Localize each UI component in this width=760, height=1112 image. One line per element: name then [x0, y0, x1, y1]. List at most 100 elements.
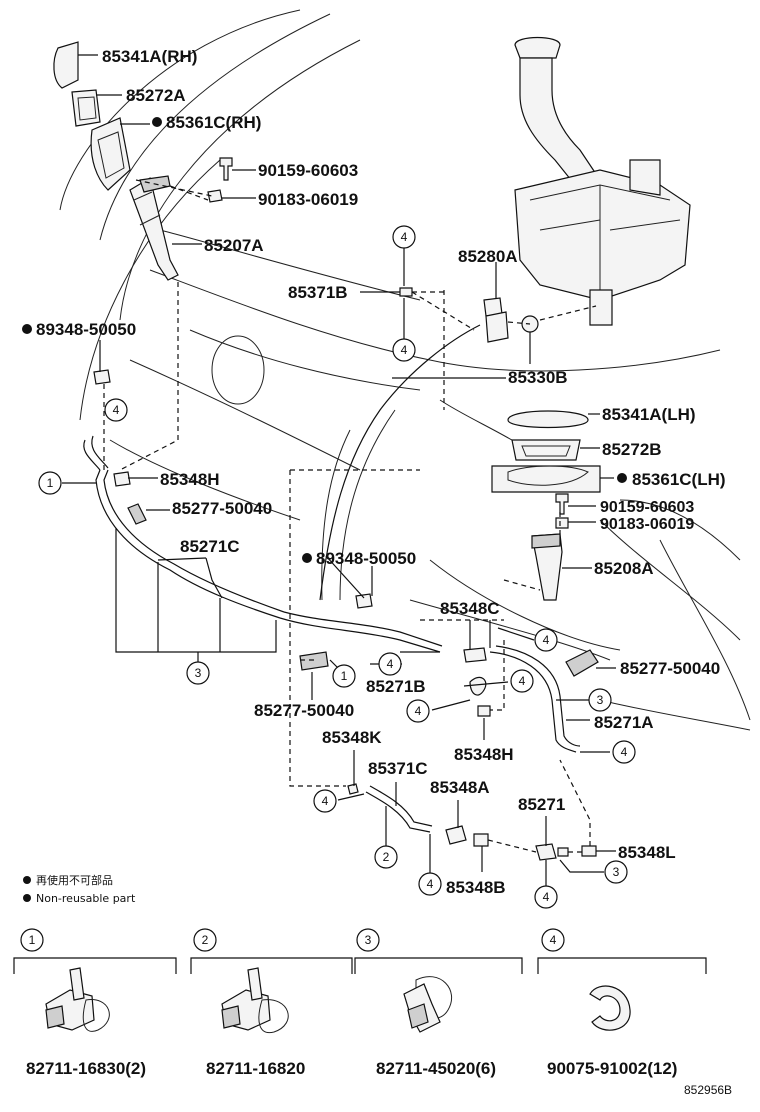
callout-4: 4 — [378, 652, 402, 676]
vehicle-body-outline — [59, 9, 751, 731]
clip-panel-2: 2 82711-16820 — [190, 928, 353, 1078]
svg-text:4: 4 — [401, 343, 408, 357]
clip-panel-3: 3 82711-45020(6) — [354, 928, 523, 1078]
legend: 再使用不可部品 Non-reusable part — [23, 873, 136, 905]
label-85371b: 85371B — [288, 283, 348, 302]
non-reusable-mark — [617, 473, 627, 483]
callout-4: 4 — [612, 740, 636, 764]
label-85348a: 85348A — [430, 778, 490, 797]
legend-jp: 再使用不可部品 — [36, 873, 113, 887]
rh-headlamp-cleaner-parts — [53, 41, 233, 281]
callout-4: 4 — [406, 699, 430, 723]
label-85348b: 85348B — [446, 878, 506, 897]
clip-panel-4: 4 90075-91002(12) — [537, 928, 707, 1078]
assembly-dash-lines — [103, 179, 597, 853]
diagram-ref-code: 852956B — [684, 1083, 732, 1097]
clip-2-part-number: 82711-16820 — [206, 1059, 305, 1078]
screw-bottom — [555, 493, 569, 515]
label-85271a: 85271A — [594, 713, 654, 732]
svg-text:4: 4 — [415, 704, 422, 718]
label-85280a: 85280A — [458, 247, 518, 266]
label-85271c: 85271C — [180, 537, 240, 556]
label-85348l: 85348L — [618, 843, 676, 862]
label-85348h-bot: 85348H — [454, 745, 514, 764]
callout-3: 3 — [186, 661, 210, 685]
label-89348-top: 89348-50050 — [36, 320, 136, 339]
clip-4-part-number: 90075-91002(12) — [547, 1059, 677, 1078]
non-reusable-mark — [22, 324, 32, 334]
svg-text:2: 2 — [202, 933, 209, 947]
label-85277-right: 85277-50040 — [620, 659, 720, 678]
callout-4: 4 — [392, 225, 416, 249]
label-85271: 85271 — [518, 795, 565, 814]
label-85207a: 85207A — [204, 236, 264, 255]
label-90183-top: 90183-06019 — [258, 190, 358, 209]
callout-2: 2 — [374, 845, 398, 869]
clip-1-part-number: 82711-16830(2) — [26, 1059, 146, 1078]
svg-text:2: 2 — [383, 850, 390, 864]
label-85348c: 85348C — [440, 599, 500, 618]
svg-text:4: 4 — [543, 633, 550, 647]
lh-headlamp-cleaner-parts — [491, 410, 601, 601]
nut-bottom — [555, 517, 569, 529]
cap-lh — [507, 410, 589, 429]
label-89348-mid: 89348-50050 — [316, 549, 416, 568]
svg-text:3: 3 — [195, 666, 202, 680]
svg-text:4: 4 — [621, 745, 628, 759]
label-85361c-lh: 85361C(LH) — [632, 470, 726, 489]
gasket-85272b — [511, 439, 581, 461]
svg-text:3: 3 — [597, 693, 604, 707]
clip-panel-1: 1 82711-16830(2) — [13, 928, 177, 1078]
legend-en: Non-reusable part — [36, 892, 136, 905]
svg-text:4: 4 — [387, 657, 394, 671]
label-85272b: 85272B — [602, 440, 662, 459]
svg-text:3: 3 — [613, 865, 620, 879]
callout-4: 4 — [418, 872, 442, 896]
svg-text:4: 4 — [543, 890, 550, 904]
callout-1: 1 — [332, 664, 356, 688]
non-reusable-mark — [302, 553, 312, 563]
callout-4: 4 — [534, 628, 558, 652]
svg-text:1: 1 — [47, 476, 54, 490]
svg-text:1: 1 — [29, 933, 36, 947]
callout-4: 4 — [392, 338, 416, 362]
label-90159-bot: 90159-60603 — [600, 499, 694, 516]
nut-top — [207, 189, 223, 203]
svg-text:1: 1 — [341, 669, 348, 683]
svg-text:3: 3 — [365, 933, 372, 947]
washer-pump — [399, 287, 539, 343]
svg-text:4: 4 — [519, 674, 526, 688]
label-85341a-rh: 85341A(RH) — [102, 47, 197, 66]
label-90183-bot: 90183-06019 — [600, 516, 694, 533]
label-85272a: 85272A — [126, 86, 186, 105]
callout-4: 4 — [534, 885, 558, 909]
clip-3-part-number: 82711-45020(6) — [376, 1059, 496, 1078]
label-90159-top: 90159-60603 — [258, 161, 358, 180]
svg-text:4: 4 — [427, 877, 434, 891]
screw-top — [219, 157, 233, 181]
label-85341a-lh: 85341A(LH) — [602, 405, 696, 424]
svg-text:4: 4 — [550, 933, 557, 947]
svg-text:4: 4 — [322, 794, 329, 808]
callout-1: 1 — [38, 471, 62, 495]
callout-4: 4 — [510, 669, 534, 693]
gasket-85272a — [71, 89, 101, 127]
non-reusable-mark — [152, 117, 162, 127]
callout-4: 4 — [313, 789, 337, 813]
callout-3: 3 — [588, 688, 612, 712]
bracket-85361c-rh — [90, 117, 131, 191]
washer-hoses — [83, 324, 599, 861]
label-85348h-top: 85348H — [160, 470, 220, 489]
svg-text:4: 4 — [401, 230, 408, 244]
callout-4: 4 — [104, 398, 128, 422]
label-85361c-rh: 85361C(RH) — [166, 113, 261, 132]
label-85330b: 85330B — [508, 368, 568, 387]
label-85348k: 85348K — [322, 728, 382, 747]
cap-rh — [53, 41, 79, 89]
label-85277-top: 85277-50040 — [172, 499, 272, 518]
label-85371c: 85371C — [368, 759, 428, 778]
svg-text:4: 4 — [113, 403, 120, 417]
part-number-labels: 85341A(RH) 85272A 85361C(RH) 90159-60603… — [22, 47, 726, 897]
